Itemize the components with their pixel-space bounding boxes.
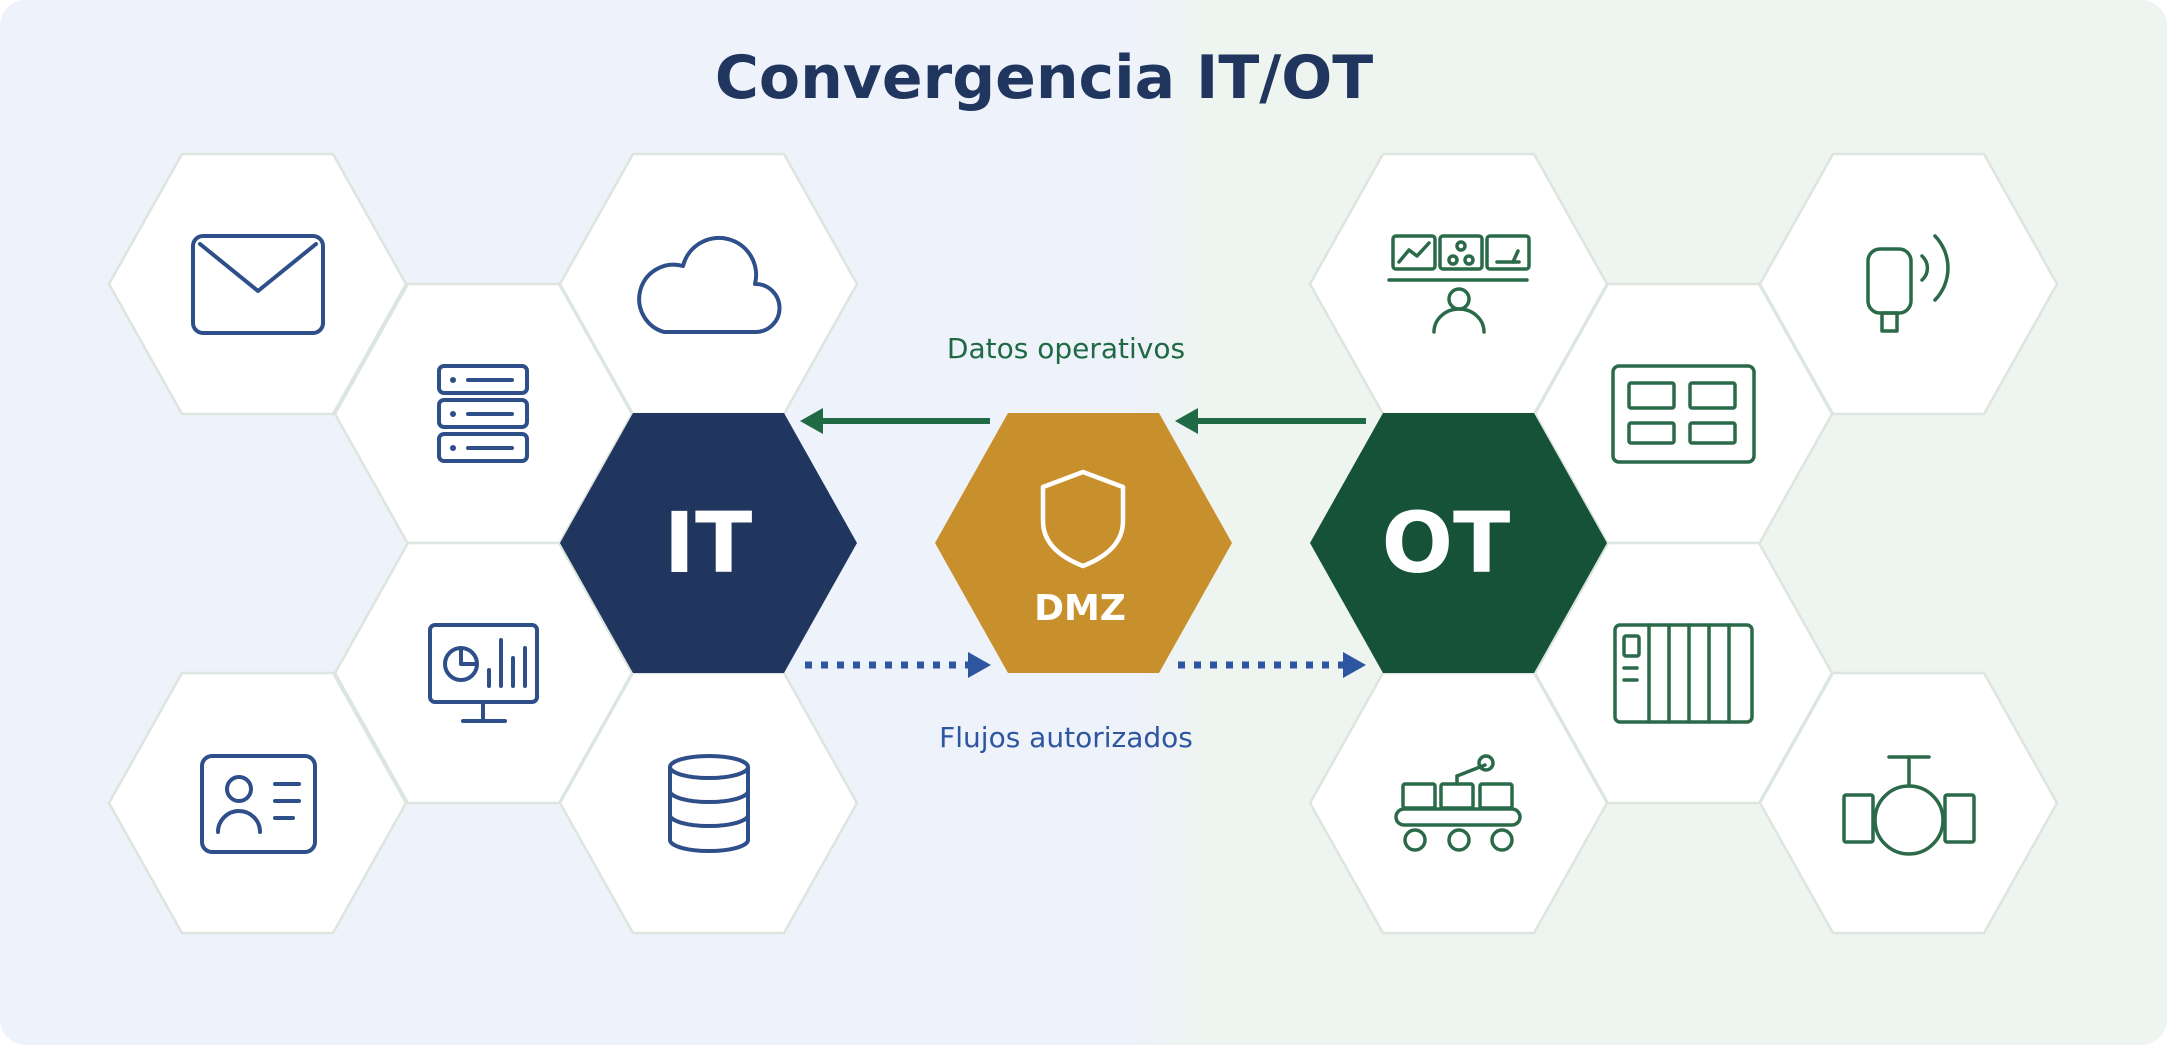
scada-operator-icon: [1387, 234, 1531, 334]
cloud-icon: [637, 235, 782, 334]
shield-icon: [1040, 469, 1126, 569]
flow-arrowhead-dmz-to-it: [800, 408, 823, 434]
flow-top-label: Datos operativos: [947, 332, 1185, 365]
hex-mail: [107, 152, 408, 416]
server-icon: [437, 364, 529, 463]
plc-rack-icon: [1613, 623, 1754, 724]
it-cluster: [107, 152, 859, 935]
flow-bottom-label: Flujos autorizados: [939, 721, 1193, 754]
page-title: Convergencia IT/OT: [715, 43, 1373, 113]
flow-bottom: Flujos autorizados: [805, 652, 1366, 754]
it-label: IT: [664, 494, 753, 592]
dmz-hex: [935, 413, 1232, 673]
flow-top: Datos operativos: [800, 332, 1366, 434]
ot-hub: OT: [1310, 413, 1607, 673]
hex-valve: [1758, 671, 2059, 935]
hex-contact: [107, 671, 408, 935]
it-hub: IT: [560, 413, 857, 673]
contact-card-icon: [200, 754, 317, 854]
flow-arrowhead-it-to-dmz: [968, 652, 991, 678]
valve-icon: [1842, 755, 1976, 856]
dmz-label: DMZ: [1034, 588, 1126, 629]
wireless-sensor-icon: [1866, 234, 1950, 333]
it-hex: [560, 413, 857, 673]
control-panel-icon: [1611, 364, 1756, 464]
flow-arrowhead-ot-to-dmz: [1175, 408, 1198, 434]
mail-icon: [191, 234, 325, 335]
dashboard-monitor-icon: [428, 623, 539, 723]
ot-cluster: [1308, 152, 2059, 935]
dmz-hub: DMZ: [935, 413, 1232, 673]
database-icon: [668, 754, 750, 853]
ot-hex: [1310, 413, 1607, 673]
ot-label: OT: [1382, 494, 1511, 592]
flow-arrowhead-dmz-to-ot: [1343, 652, 1366, 678]
robot-conveyor-icon: [1394, 754, 1522, 852]
